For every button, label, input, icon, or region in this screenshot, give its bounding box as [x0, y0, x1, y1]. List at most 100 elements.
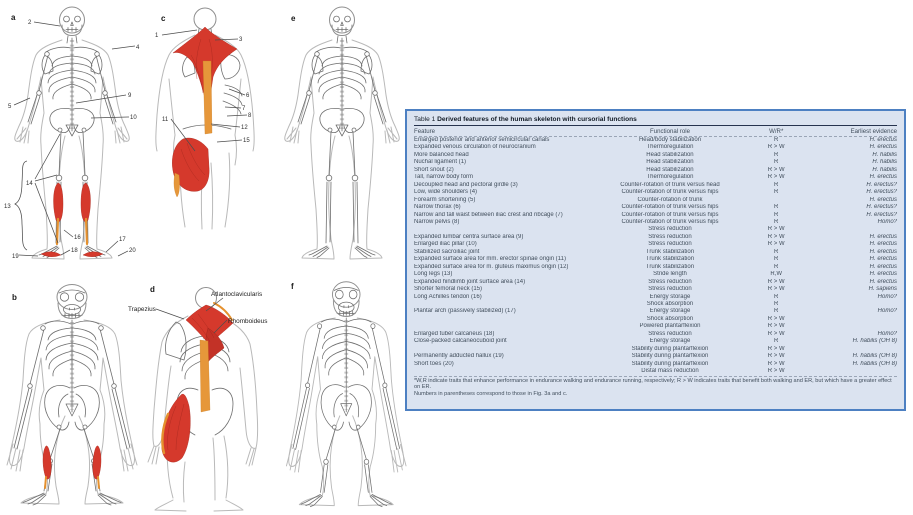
- col-header-earliest-evidence: Earliest evidence: [850, 127, 897, 135]
- table-cell: Head stabilization: [646, 159, 694, 166]
- table-cell: Homo?: [877, 218, 897, 225]
- table-title-text: Derived features of the human skeleton w…: [437, 116, 637, 123]
- table-cell: Plantar arch (passively stabilized) (17): [414, 308, 516, 315]
- table-cell: H. habilis (OH 8): [852, 360, 897, 367]
- table-cell: Stability during plantarflexion: [631, 353, 709, 360]
- table-cell: H. erectus: [869, 233, 897, 240]
- table-cell: R: [774, 300, 779, 307]
- callout-20: 20: [129, 248, 136, 254]
- table-cell: Stress reduction: [648, 226, 692, 233]
- table-cell: Head stabilization: [646, 166, 694, 173]
- table-1-derived-features: Table 1 Derived features of the human sk…: [405, 109, 906, 411]
- table-row: Narrow thorax (6)Counter-rotation of tru…: [414, 204, 897, 211]
- table-cell: H. erectus: [869, 263, 897, 270]
- label-rhomboideus: Rhomboideus: [228, 318, 267, 325]
- muscle-highlights: [40, 182, 104, 257]
- footnote-line-1: *W,R indicate traits that enhance perfor…: [414, 377, 892, 391]
- muscle-highlights: [161, 302, 234, 463]
- table-cell: Head stabilization: [646, 151, 694, 158]
- callout-18: 18: [71, 248, 78, 254]
- table-cell: R > W: [767, 368, 785, 375]
- table-cell: R: [774, 151, 779, 158]
- table-cell: H. habilis (OH 8): [852, 353, 897, 360]
- col-header-functional-role: Functional role: [649, 127, 690, 135]
- table-cell: R > W: [767, 226, 785, 233]
- table-cell: Enlarged posterior and anterior semicirc…: [414, 137, 550, 143]
- table-cell: R: [774, 293, 779, 300]
- features-table-body: Enlarged posterior and anterior semicirc…: [414, 137, 897, 376]
- table-row: Plantar arch (passively stabilized) (17)…: [414, 308, 897, 315]
- callout-3: 3: [239, 37, 243, 43]
- table-cell: Tall, narrow body form: [414, 174, 474, 181]
- table-cell: R > W: [767, 144, 785, 151]
- table-cell: Counter-rotation of trunk versus hips: [621, 204, 719, 211]
- muscle-highlights: [172, 26, 238, 198]
- table-row: Expanded venous circulation of neurocran…: [414, 144, 897, 151]
- table-cell: R: [774, 137, 779, 143]
- table-row: Low, wide shoulders (4)Counter-rotation …: [414, 189, 897, 196]
- table-cell: R > W: [767, 345, 785, 352]
- table-row: Narrow and tall waist between iliac cres…: [414, 212, 897, 219]
- muscle-labels: Trapezius Atlantoclavicularis Rhomboideu…: [128, 291, 267, 334]
- table-row: Short toes (20)Stability during plantarf…: [414, 361, 897, 368]
- callout-9: 9: [128, 93, 132, 99]
- table-cell: [810, 301, 897, 308]
- table-cell: R: [774, 256, 779, 263]
- table-cell: Powered plantarflexion: [639, 323, 701, 330]
- panel-letter-a: a: [11, 13, 16, 22]
- callout-10: 10: [130, 115, 137, 121]
- table-cell: H. erectus: [869, 137, 897, 143]
- table-cell: Enlarged tuber calcaneus (18): [414, 330, 495, 337]
- table-cell: Stride length: [653, 271, 687, 278]
- table-cell: Forearm shortening (5): [414, 196, 476, 203]
- table-number: Table 1: [414, 116, 436, 123]
- table-cell: Counter-rotation of trunk versus head: [620, 181, 720, 188]
- footnote-rule: [414, 375, 897, 377]
- table-cell: [742, 197, 810, 204]
- table-cell: Enlarged iliac pillar (10): [414, 241, 477, 248]
- table-cell: Expanded hindlimb joint surface area (14…: [414, 278, 526, 285]
- table-cell: [414, 368, 598, 375]
- table-cell: Trunk stabilization: [645, 256, 695, 263]
- table-row: Narrow pelvis (8)Counter-rotation of tru…: [414, 219, 897, 226]
- table-row: Expanded surface area for m. gluteus max…: [414, 264, 897, 271]
- table-cell: Expanded surface area for mm. erector sp…: [414, 256, 566, 263]
- table-cell: H. habilis: [872, 159, 897, 166]
- table-cell: H. habilis: [872, 151, 897, 158]
- table-cell: H. sapiens: [868, 286, 897, 293]
- table-cell: [414, 301, 598, 308]
- table-cell: R: [774, 189, 779, 196]
- table-cell: Homo?: [877, 308, 897, 315]
- table-footnote: *W,R indicate traits that enhance perfor…: [414, 378, 897, 398]
- table-row: Shorter femoral neck (15)Stress reductio…: [414, 286, 897, 293]
- table-cell: H. habilis (OH 8): [852, 338, 897, 345]
- table-row: Enlarged tuber calcaneus (18)Stress redu…: [414, 331, 897, 338]
- panel-letter-b: b: [12, 293, 17, 302]
- table-cell: R: [774, 248, 779, 255]
- posterior-body-drawing: [155, 7, 255, 230]
- table-cell: H. erectus?: [866, 181, 897, 188]
- table-cell: Trunk stabilization: [645, 248, 695, 255]
- table-row: Stress reduction R > W: [414, 226, 897, 233]
- table-cell: Stress reduction: [648, 278, 692, 285]
- table-cell: R > W: [767, 278, 785, 285]
- table-cell: R,W: [770, 271, 783, 278]
- table-cell: H. erectus: [869, 241, 897, 248]
- callout-15: 15: [243, 138, 250, 144]
- table-cell: R > W: [767, 166, 785, 173]
- table-cell: H. erectus: [869, 144, 897, 151]
- table-cell: R: [774, 181, 779, 188]
- table-cell: H. erectus?: [866, 211, 897, 218]
- callout-14: 14: [26, 181, 33, 187]
- table-cell: R > W: [767, 233, 785, 240]
- table-cell: R: [774, 211, 779, 218]
- panel-a-human-skeleton-anterior: a 2 4 5 9 10 13 14 16: [4, 3, 140, 269]
- table-cell: Long legs (13): [414, 271, 453, 278]
- table-cell: Decoupled head and pectoral girdle (3): [414, 181, 518, 188]
- table-cell: H. erectus: [869, 256, 897, 263]
- table-cell: Nuchal ligament (1): [414, 159, 467, 166]
